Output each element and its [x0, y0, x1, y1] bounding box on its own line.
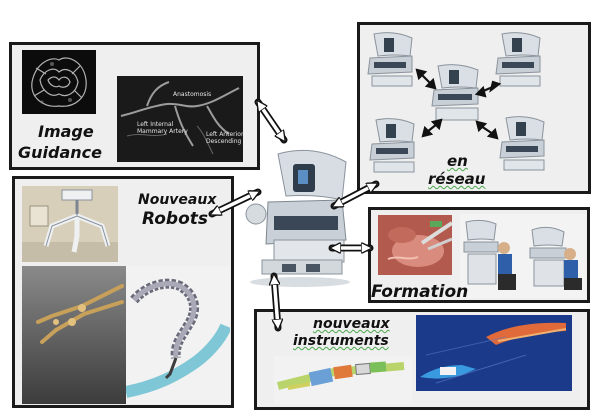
xray-label-left-internal-2: Mammary Artery — [137, 128, 188, 135]
network-console-top-right — [492, 30, 544, 92]
network-console-bottom-left — [366, 116, 418, 178]
arrow-console-to-instruments — [274, 272, 278, 332]
xray-label-left-internal-1: Left Internal — [137, 121, 174, 128]
network-console-center — [428, 62, 482, 126]
xray-label-left-anterior-2: Descending — [206, 138, 242, 145]
gripper-instrument-image — [22, 266, 126, 404]
micro-instrument-image — [274, 356, 412, 404]
network-console-top-left — [364, 30, 416, 92]
robots-title-line1: Nouveaux — [138, 192, 217, 208]
xray-label-left-anterior-1: Left Anterior — [206, 131, 244, 138]
snake-instrument-image — [126, 266, 230, 404]
surgical-robot-image — [22, 186, 118, 262]
instruments-title-line2: instruments — [293, 333, 389, 349]
instruments-title-line1: nouveaux — [313, 316, 390, 332]
network-console-bottom-right — [496, 114, 548, 176]
network-arrows — [415, 68, 502, 140]
training-title: Formation — [371, 282, 469, 302]
trainee-console-image — [460, 214, 586, 298]
brain-scan-image — [22, 50, 96, 114]
image-guidance-title-line2: Guidance — [18, 143, 102, 162]
arrow-image-guidance-to-console — [254, 98, 288, 144]
arrow-robots-to-console — [208, 188, 262, 218]
arrow-console-to-network — [330, 180, 380, 210]
xray-label-anastomosis: Anastomosis — [173, 91, 212, 98]
angiogram-image — [117, 76, 243, 162]
capsule-instrument-image — [416, 315, 572, 391]
surgery-view-image — [378, 215, 452, 275]
image-guidance-title-line1: Image — [38, 122, 94, 141]
network-title-line2: réseau — [428, 170, 486, 188]
network-title-line1: en — [447, 152, 468, 170]
robots-title-line2: Robots — [142, 209, 209, 229]
